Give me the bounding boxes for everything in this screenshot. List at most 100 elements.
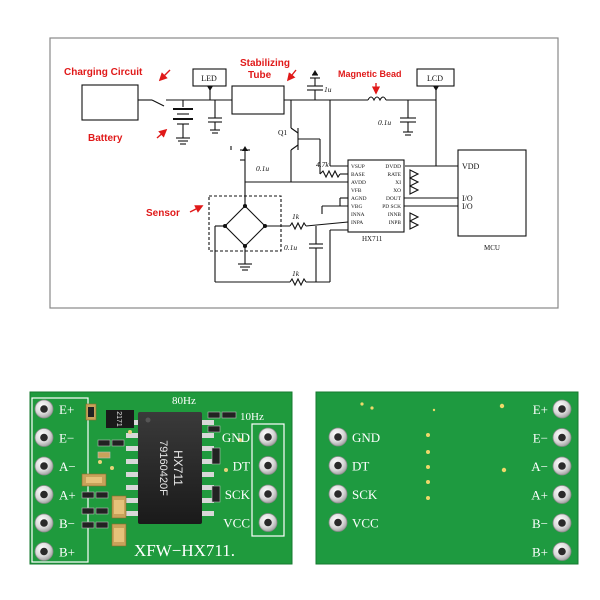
hx711-pin-right: INNB [388, 212, 402, 218]
front-pad-5 [34, 513, 54, 533]
mcu-box [457, 149, 527, 237]
hx711-chip-body [138, 412, 202, 524]
back-pad-left-2 [328, 456, 348, 475]
mcu-vdd-label: VDD [462, 162, 480, 171]
back-vias [360, 402, 507, 500]
chip-marking-line1: HX711 [171, 450, 185, 486]
back-pin-label: DT [352, 459, 369, 474]
chip-leg [126, 433, 138, 438]
magnetic-bead-symbol [367, 96, 387, 102]
chip-leg [126, 485, 138, 490]
hx711-pin-left: VSUP [351, 164, 365, 170]
front-pad-right-4 [258, 513, 278, 532]
back-pin-label: A− [531, 459, 548, 474]
hx711-pin-left: INNA [351, 212, 365, 218]
hx711-pin-left: INPA [351, 220, 363, 226]
cap-01u-sensor-label: 0.1u [256, 164, 269, 173]
cap-1u-label: 1u [324, 85, 332, 94]
chip-leg [202, 446, 214, 451]
front-smd-components: 2171 [81, 403, 242, 547]
led-label: LED [201, 74, 217, 83]
chip-leg [202, 485, 214, 490]
front-pin-label: DT [233, 459, 250, 474]
back-pin-label: B− [532, 516, 548, 531]
front-pad-4 [34, 485, 54, 504]
resistor-1k-a-label: 1k [292, 212, 300, 221]
callout-charging-circuit: Charging Circuit [64, 67, 143, 78]
back-pin-label: E− [533, 431, 548, 446]
schematic-panel: LED LCD MCU 1u 0.1u 0.1u 0.1u Q1 4.7k 1k… [49, 37, 559, 309]
front-pin-label: A− [59, 459, 76, 474]
front-pin-label: E+ [59, 402, 74, 417]
back-right-pads [552, 399, 572, 561]
back-board-pcb [315, 391, 579, 565]
back-pad-right-2 [552, 428, 572, 447]
mcu-io2-label: I/O [462, 202, 473, 211]
chip-marking-line2: 79160420F [157, 440, 169, 496]
front-pad-right-3 [258, 484, 278, 504]
front-pin-label: B+ [59, 545, 75, 560]
back-pin-label: A+ [531, 488, 548, 503]
lcd-label: LCD [427, 74, 443, 83]
led-arrow-icon [207, 86, 213, 91]
cap-01u-top-label: 0.1u [378, 118, 391, 127]
back-left-pads [328, 427, 348, 532]
chip-leg [126, 459, 138, 464]
lcd-arrow-icon [433, 86, 439, 91]
hx711-chip: HX711 79160420F [126, 412, 214, 524]
hx711-pin-right: XO [393, 188, 401, 194]
schematic-labels: LED LCD MCU 1u 0.1u 0.1u 0.1u Q1 4.7k 1k… [201, 74, 500, 278]
back-pad-right-3 [552, 456, 572, 476]
hx711-pin-left: AGND [351, 196, 367, 202]
resistor-1k-b-label: 1k [292, 269, 300, 278]
hx711-pin-right: DOUT [386, 196, 402, 202]
callout-sensor: Sensor [146, 208, 180, 219]
chip-leg [202, 420, 214, 425]
callout-stabilizing-line2: Tube [248, 70, 272, 81]
back-pin-label: B+ [532, 545, 548, 560]
back-pad-right-6 [552, 542, 572, 561]
charging-circuit-box [81, 84, 139, 121]
hx711-pin-right: XI [395, 180, 401, 186]
chip-pin1-dot [145, 417, 151, 423]
schematic-wiring [81, 68, 527, 287]
front-pin-label: E− [59, 431, 74, 446]
chip-leg [126, 446, 138, 451]
callout-magnetic-bead: Magnetic Bead [338, 69, 402, 79]
back-pin-label: SCK [352, 487, 378, 502]
hx711-pin-left: BASE [351, 172, 365, 178]
hx711-ic-box [347, 159, 405, 233]
cap-01u-low-label: 0.1u [284, 243, 297, 252]
front-pin-label: VCC [223, 516, 250, 531]
hx711-ic-label: HX711 [362, 235, 383, 243]
front-silkscreen: 80Hz 10Hz XFW−HX711. E+E−A−A+B−B+ GNDDTS… [59, 395, 264, 560]
back-pad-right-4 [552, 485, 572, 504]
callout-battery: Battery [88, 133, 123, 144]
front-pin-label: A+ [59, 488, 76, 503]
supply-arrow-icon [242, 146, 248, 151]
supply-arrow-icon [312, 70, 318, 75]
hx711-pin-right: INPB [389, 220, 402, 226]
chip-leg [126, 511, 138, 516]
back-pad-right-1 [552, 399, 572, 419]
hx711-pin-left: VFB [351, 188, 362, 194]
back-pad-left-3 [328, 484, 348, 504]
hx711-pin-right: PD SCK [382, 204, 401, 210]
back-pad-left-4 [328, 513, 348, 532]
schematic-callouts: Charging Circuit Stabilizing Tube Magnet… [64, 58, 402, 219]
hx711-pin-left: AVDD [351, 180, 366, 186]
front-pad-2 [34, 428, 54, 447]
chip-leg [202, 459, 214, 464]
hx711-pin-left: VBG [351, 204, 362, 210]
chip-leg [126, 472, 138, 477]
label-10hz: 10Hz [240, 411, 264, 423]
hx711-pin-right: RATE [388, 172, 402, 178]
chip-leg [202, 472, 214, 477]
front-pin-label: SCK [225, 487, 251, 502]
chip-leg [126, 498, 138, 503]
model-label: XFW−HX711. [134, 541, 235, 560]
chip-leg [202, 498, 214, 503]
back-pin-label: E+ [533, 402, 548, 417]
